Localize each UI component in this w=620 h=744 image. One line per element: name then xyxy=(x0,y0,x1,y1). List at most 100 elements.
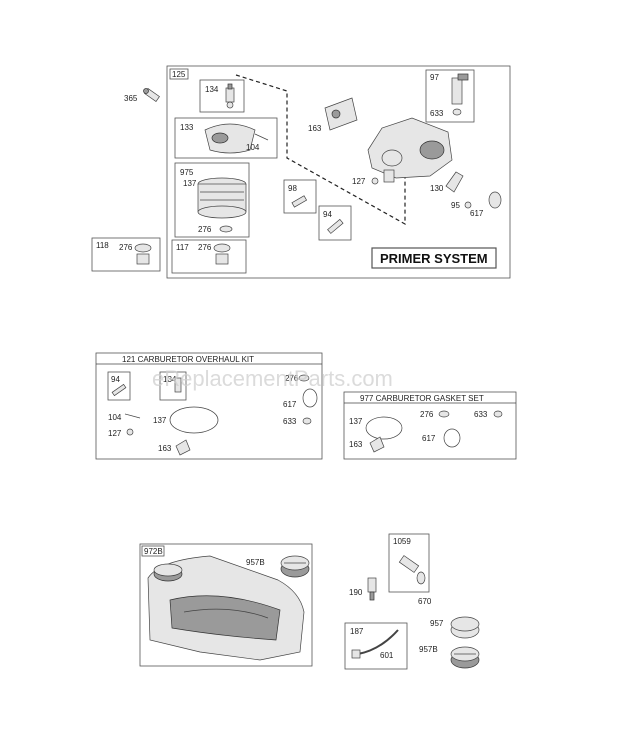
fuel-valve-1059-part xyxy=(398,555,426,585)
box-number-125: 125 xyxy=(172,70,186,79)
label-137: 137 xyxy=(183,179,197,188)
box-number-972b: 972B xyxy=(144,547,163,556)
label-118: 118 xyxy=(96,241,109,250)
kit-seal-633-part xyxy=(302,417,312,425)
label-130: 130 xyxy=(430,184,444,193)
label-97: 97 xyxy=(430,73,439,82)
label-601: 601 xyxy=(380,651,394,660)
label-117: 117 xyxy=(176,243,189,252)
label-617: 617 xyxy=(470,209,484,218)
bracket-130-part xyxy=(445,171,464,193)
overhaul-kit-box xyxy=(95,352,323,460)
label-187: 187 xyxy=(350,627,364,636)
gasket-set-box xyxy=(343,391,517,460)
gasket-set-section: 977 CARBURETOR GASKET SET 276 633 137 61… xyxy=(343,391,517,460)
air-filter-element-part xyxy=(197,177,247,219)
gasket-163-part xyxy=(324,97,358,131)
sub-box-118 xyxy=(91,237,161,272)
overhaul-kit-title: 121 CARBURETOR OVERHAUL KIT xyxy=(122,355,254,364)
screw-98-part xyxy=(291,195,308,208)
kit-label-633: 633 xyxy=(283,417,297,426)
set-label-633: 633 xyxy=(474,410,488,419)
box-number-frame xyxy=(169,68,189,80)
primer-system-title: PRIMER SYSTEM xyxy=(380,251,488,266)
label-276c: 276 xyxy=(119,243,133,252)
kit-label-94: 94 xyxy=(111,375,120,384)
kit-label-163: 163 xyxy=(158,444,172,453)
set-label-137: 137 xyxy=(349,417,363,426)
label-633: 633 xyxy=(430,109,444,118)
kit-label-104: 104 xyxy=(108,413,122,422)
label-365: 365 xyxy=(124,94,138,103)
set-oring-617-part xyxy=(443,428,461,448)
set-seal-633-part xyxy=(493,410,503,418)
fitting-190-part xyxy=(367,577,377,601)
fuel-line-187-part xyxy=(351,629,399,659)
set-gasket-163-part xyxy=(369,436,385,453)
needle-94-part xyxy=(327,218,344,234)
tank-label-957b: 957B xyxy=(246,558,265,567)
watermark: eReplacementParts.com xyxy=(152,366,393,391)
label-163: 163 xyxy=(308,124,322,133)
sub-box-97 xyxy=(425,69,475,123)
set-label-276: 276 xyxy=(420,410,434,419)
choke-shaft-97-part xyxy=(451,73,469,116)
sub-box-134 xyxy=(199,79,245,113)
screw-95-part xyxy=(464,201,472,209)
gasket-276-part xyxy=(219,225,233,233)
carburetor-part xyxy=(367,117,453,183)
kit-oring-617-part xyxy=(302,388,318,408)
label-190: 190 xyxy=(349,588,363,597)
set-gasket-137-part xyxy=(365,416,403,440)
primer-system-box xyxy=(166,65,511,279)
kit-sub-box-94 xyxy=(107,371,131,401)
label-95: 95 xyxy=(451,201,460,210)
sub-box-133 xyxy=(174,117,278,159)
label-98: 98 xyxy=(288,184,297,193)
fuel-tank-box xyxy=(139,543,313,667)
primer-bulb-part xyxy=(225,83,235,109)
label-957: 957 xyxy=(430,619,444,628)
sub-box-94 xyxy=(318,205,352,241)
kit-label-276: 276 xyxy=(285,374,299,383)
primer-system-title-box xyxy=(371,247,497,269)
fuel-cap-957b-part xyxy=(280,555,310,578)
filter-cover-part-117 xyxy=(213,243,231,265)
sub-box-117 xyxy=(171,239,247,274)
label-134: 134 xyxy=(205,85,219,94)
sub-box-98 xyxy=(283,179,317,214)
plug-127-part xyxy=(371,177,379,185)
tank-box-number-frame xyxy=(141,545,165,557)
label-94: 94 xyxy=(323,210,332,219)
kit-gasket-276-part xyxy=(298,374,310,382)
label-1059: 1059 xyxy=(393,537,411,546)
gasket-set-title: 977 CARBURETOR GASKET SET xyxy=(360,394,484,403)
overhaul-kit-section: 121 CARBURETOR OVERHAUL KIT 94 134 276 1… xyxy=(95,352,323,460)
kit-sub-box-134 xyxy=(159,371,187,401)
kit-label-134: 134 xyxy=(163,375,177,384)
fuel-parts-section: 1059 190 670 957 187 601 957B xyxy=(344,533,480,670)
primer-system-section: 125 134 133 104 975 137 276 xyxy=(91,65,511,279)
oring-617-part xyxy=(488,191,502,209)
kit-label-137: 137 xyxy=(153,416,167,425)
sub-box-975 xyxy=(174,162,250,238)
label-133: 133 xyxy=(180,123,194,132)
set-label-617: 617 xyxy=(422,434,436,443)
fuel-cap-957b-lower-part xyxy=(450,646,480,669)
kit-pin-104-part xyxy=(124,413,141,419)
label-276a: 276 xyxy=(198,225,212,234)
kit-gasket-137-part xyxy=(169,406,219,434)
kit-label-127: 127 xyxy=(108,429,122,438)
set-gasket-276-part xyxy=(438,410,450,418)
kit-label-617: 617 xyxy=(283,400,297,409)
fuel-cap-957-part xyxy=(450,616,480,639)
label-276b: 276 xyxy=(198,243,212,252)
label-957b-lower: 957B xyxy=(419,645,438,654)
fuel-tank-section: 972B 957B xyxy=(139,543,313,667)
primer-connection-line xyxy=(235,74,406,226)
kit-gasket-163-part xyxy=(175,439,191,456)
label-104: 104 xyxy=(246,143,260,152)
screw-365-part xyxy=(143,88,160,102)
label-670: 670 xyxy=(418,597,432,606)
